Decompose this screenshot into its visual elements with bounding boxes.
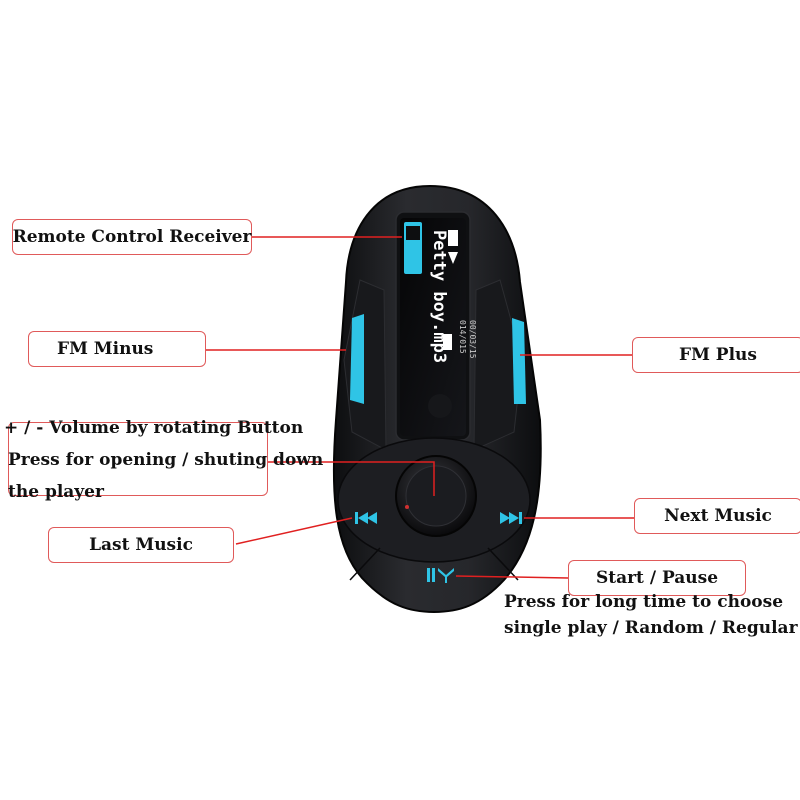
screen-time: 00/03/15	[468, 320, 477, 359]
screen-track-count: 014/015	[458, 320, 467, 354]
start-pause-label: Start / Pause	[568, 560, 746, 596]
start-pause-note-line1: Press for long time to choose	[504, 592, 784, 612]
track-name: Petty boy.mp3	[429, 230, 449, 363]
fm-minus-label: FM Minus	[28, 331, 206, 367]
fm-minus-light	[350, 314, 364, 404]
rewind-icon	[355, 512, 377, 524]
volume-label-line2: Press for opening / shuting down	[8, 450, 324, 470]
next-music-label: Next Music	[634, 498, 800, 534]
lcd-content: Petty boy.mp3 00/03/15 014/015	[429, 230, 477, 363]
volume-button-label-box	[8, 422, 268, 496]
volume-label-line1: + / - Volume by rotating Button	[4, 418, 304, 438]
start-pause-note-line2: single play / Random / Regular	[504, 618, 798, 638]
leader-lines	[206, 236, 634, 579]
play-pause-icon	[427, 568, 454, 583]
remote-control-receiver-label: Remote Control Receiver	[12, 219, 252, 255]
volume-label-line3: the player	[8, 482, 104, 502]
fast-forward-icon	[500, 512, 522, 524]
fm-plus-label: FM Plus	[632, 337, 800, 373]
fm-plus-light	[512, 318, 526, 404]
last-music-label: Last Music	[48, 527, 234, 563]
